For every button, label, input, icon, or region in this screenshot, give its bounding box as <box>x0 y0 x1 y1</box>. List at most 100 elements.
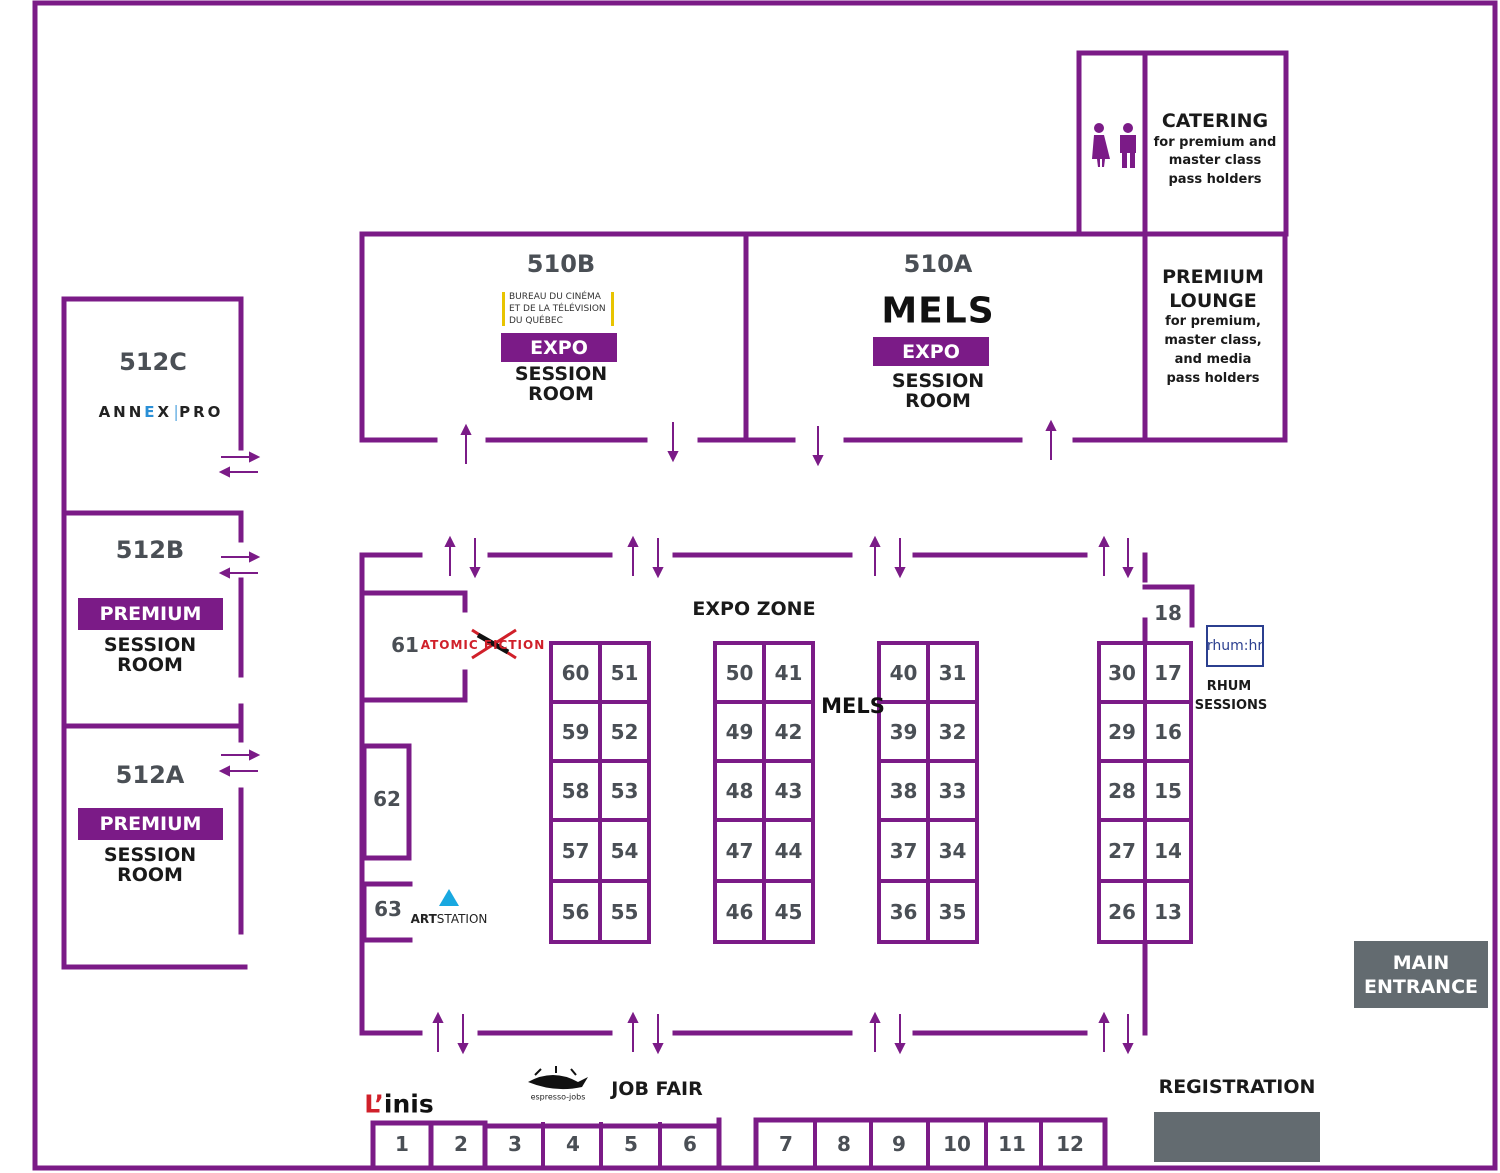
booth-cell[interactable] <box>926 818 979 883</box>
booth-cell[interactable] <box>762 700 815 763</box>
booth-cell[interactable] <box>1143 641 1193 704</box>
booth-cell[interactable] <box>713 879 766 944</box>
booth-56[interactable]: 56 <box>561 899 590 924</box>
booth-44[interactable]: 44 <box>774 838 803 863</box>
booth-29[interactable]: 29 <box>1108 719 1136 744</box>
booth-cell[interactable] <box>598 879 651 944</box>
booth-cell[interactable] <box>1097 879 1147 944</box>
booth-cell[interactable] <box>598 818 651 883</box>
booth-55[interactable]: 55 <box>610 899 639 924</box>
booth-36[interactable]: 36 <box>889 899 918 924</box>
booth-43[interactable]: 43 <box>774 778 803 803</box>
room-510a-label-2: ROOM <box>905 390 971 412</box>
booth-53[interactable]: 53 <box>610 778 639 803</box>
job-fair-booth-1[interactable]: 1 <box>395 1132 409 1156</box>
room-512b-label-2: ROOM <box>117 654 183 676</box>
job-fair-booth-3[interactable]: 3 <box>508 1132 522 1156</box>
job-fair-booth-10[interactable]: 10 <box>943 1132 971 1156</box>
main-entrance[interactable]: MAIN ENTRANCE <box>1354 941 1488 1008</box>
booth-45[interactable]: 45 <box>774 899 803 924</box>
booth-cell[interactable] <box>926 700 979 763</box>
booth-50[interactable]: 50 <box>725 660 754 685</box>
artstation-logo: ARTSTATION <box>411 912 488 926</box>
booth-60[interactable]: 60 <box>561 660 590 685</box>
room-512b-label-1: SESSION <box>103 634 197 656</box>
booth-33[interactable]: 33 <box>938 778 967 803</box>
linis-logo-a: L’ <box>364 1089 384 1119</box>
door-arrow-icon <box>1045 419 1057 431</box>
job-fair-booth-5[interactable]: 5 <box>624 1132 638 1156</box>
artstation-logo-b: STATION <box>436 912 488 926</box>
booth-48[interactable]: 48 <box>725 778 754 803</box>
job-fair-label: JOB FAIR <box>611 1078 703 1100</box>
booth-26[interactable]: 26 <box>1108 899 1136 924</box>
booth-37[interactable]: 37 <box>889 838 918 863</box>
booth-14[interactable]: 14 <box>1154 838 1182 863</box>
booth-27[interactable]: 27 <box>1108 838 1136 863</box>
room-512c-id: 512C <box>119 348 187 376</box>
booth-15[interactable]: 15 <box>1154 778 1182 803</box>
booth-32[interactable]: 32 <box>938 719 967 744</box>
door-arrow-icon <box>1122 567 1134 579</box>
booth-49[interactable]: 49 <box>725 719 754 744</box>
booth-17[interactable]: 17 <box>1154 660 1182 685</box>
booth-cell[interactable] <box>549 879 602 944</box>
booth-cell[interactable] <box>1143 700 1193 763</box>
job-fair-booth-2[interactable]: 2 <box>454 1132 468 1156</box>
booth-47[interactable]: 47 <box>725 838 754 863</box>
booth-13[interactable]: 13 <box>1154 899 1182 924</box>
booth-46[interactable]: 46 <box>725 899 754 924</box>
booth-cell[interactable] <box>1143 879 1193 944</box>
booth-30[interactable]: 30 <box>1108 660 1136 685</box>
booth-62[interactable]: 62 <box>373 787 401 811</box>
job-fair-booth-8[interactable]: 8 <box>837 1132 851 1156</box>
booth-63[interactable]: 63 <box>374 897 402 921</box>
booth-cell[interactable] <box>762 879 815 944</box>
booth-cell[interactable] <box>926 641 979 704</box>
booth-cell[interactable] <box>598 700 651 763</box>
door-arrow-icon <box>869 1011 881 1023</box>
restroom-man-icon <box>1120 123 1136 168</box>
booth-42[interactable]: 42 <box>774 719 803 744</box>
door-arrow-icon <box>652 1043 664 1055</box>
booth-40[interactable]: 40 <box>889 660 918 685</box>
booth-35[interactable]: 35 <box>938 899 967 924</box>
booth-28[interactable]: 28 <box>1108 778 1136 803</box>
booth-41[interactable]: 41 <box>774 660 803 685</box>
room-512a-label-1: SESSION <box>103 844 197 866</box>
room-512b-band: PREMIUM <box>78 598 223 630</box>
catering-line-2: master class <box>1168 153 1262 168</box>
booth-52[interactable]: 52 <box>610 719 639 744</box>
booth-18[interactable]: 18 <box>1154 601 1182 625</box>
booth-59[interactable]: 59 <box>561 719 590 744</box>
job-fair-booth-12[interactable]: 12 <box>1056 1132 1084 1156</box>
espresso-jobs-logo: espresso-jobs <box>530 1092 586 1102</box>
job-fair-booth-7[interactable]: 7 <box>779 1132 793 1156</box>
booth-39[interactable]: 39 <box>889 719 918 744</box>
booth-51[interactable]: 51 <box>610 660 639 685</box>
mels-logo: MELS <box>881 290 995 332</box>
restroom-woman-icon <box>1092 123 1110 167</box>
door-arrow-icon <box>469 567 481 579</box>
booth-58[interactable]: 58 <box>561 778 590 803</box>
booth-16[interactable]: 16 <box>1154 719 1182 744</box>
booth-cell[interactable] <box>926 879 979 944</box>
booth-cell[interactable] <box>877 879 930 944</box>
booth-38[interactable]: 38 <box>889 778 918 803</box>
door-arrow-icon <box>627 1011 639 1023</box>
booth-57[interactable]: 57 <box>561 838 590 863</box>
registration-desk[interactable] <box>1154 1112 1320 1162</box>
job-fair-booth-11[interactable]: 11 <box>998 1132 1026 1156</box>
job-fair-booth-9[interactable]: 9 <box>892 1132 906 1156</box>
job-fair-booth-4[interactable]: 4 <box>566 1132 580 1156</box>
booth-34[interactable]: 34 <box>938 838 967 863</box>
booth-61[interactable]: 61 <box>391 633 419 657</box>
booth-31[interactable]: 31 <box>938 660 967 685</box>
catering-line-1: for premium and <box>1153 135 1277 150</box>
lounge-line-4: pass holders <box>1166 371 1260 386</box>
booth-cell[interactable] <box>926 759 979 822</box>
booth-cell[interactable] <box>549 759 602 822</box>
job-fair-booth-6[interactable]: 6 <box>683 1132 697 1156</box>
booth-54[interactable]: 54 <box>610 838 639 863</box>
